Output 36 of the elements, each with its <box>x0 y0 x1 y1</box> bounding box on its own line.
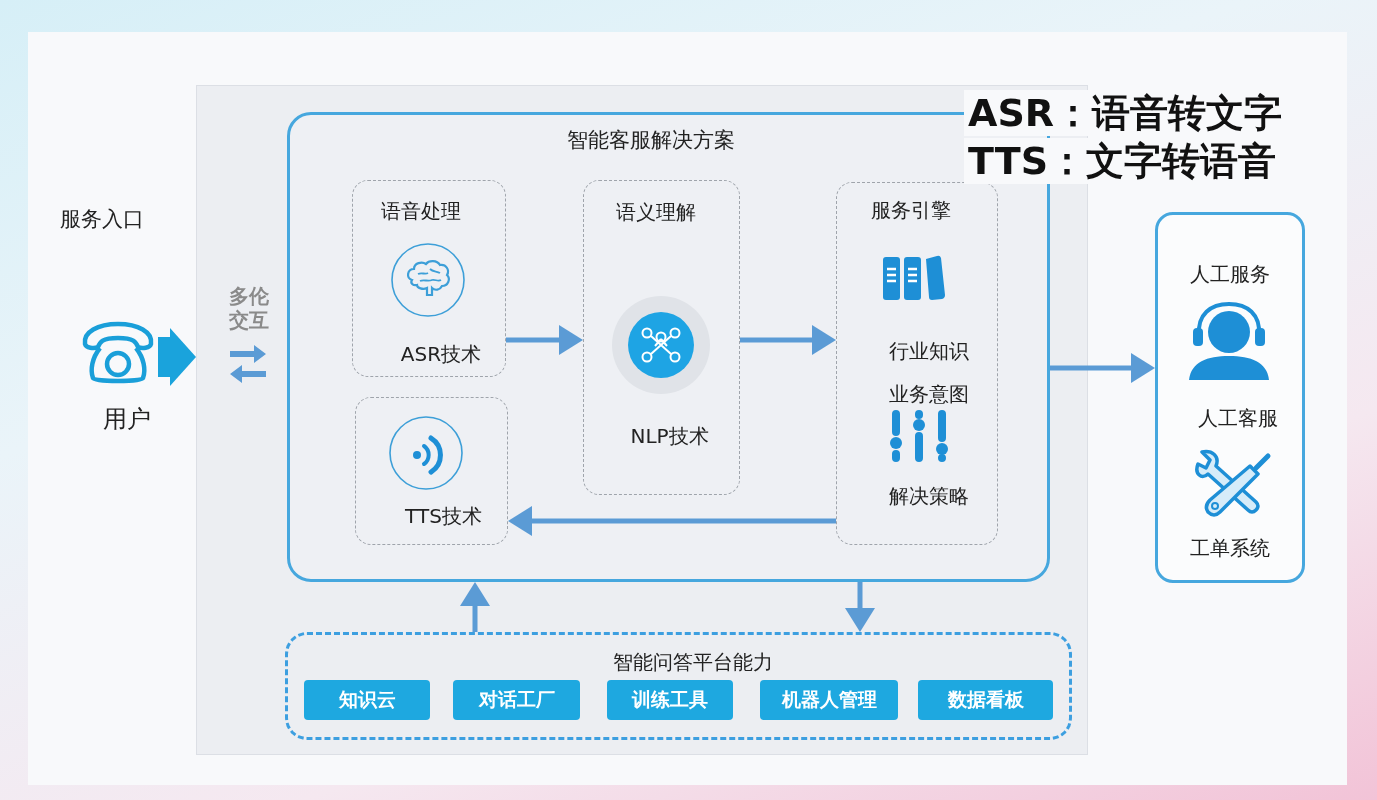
capability-tag: 对话工厂 <box>453 680 580 720</box>
arrow <box>460 582 490 632</box>
dashed-module-box <box>836 182 998 545</box>
module-label: 解决策略 <box>889 483 969 509</box>
block-arrow <box>158 328 196 386</box>
service-panel <box>1155 212 1305 583</box>
module-label: 行业知识 <box>889 338 969 364</box>
module-title: 服务引擎 <box>871 197 951 223</box>
dashed-module-box <box>355 397 508 545</box>
column-heading: 服务入口 <box>60 206 144 232</box>
arrow <box>740 325 836 355</box>
capability-tag: 数据看板 <box>918 680 1053 720</box>
interaction-label: 多伦交互 <box>229 284 270 332</box>
arrow <box>1050 353 1155 383</box>
module-label: TTS技术 <box>405 503 482 529</box>
background-panel <box>196 85 1088 755</box>
module-title: 语音处理 <box>381 198 461 224</box>
module-label: 业务意图 <box>889 381 969 407</box>
panel-label: 工单系统 <box>1190 535 1270 561</box>
arrow <box>506 325 583 355</box>
module-label: NLP技术 <box>630 423 709 449</box>
module-label: ASR技术 <box>400 341 482 367</box>
panel-label: 人工客服 <box>1198 405 1278 431</box>
user-label: 用户 <box>103 406 151 432</box>
frame-title: 智能客服解决方案 <box>566 127 735 153</box>
capability-tag: 机器人管理 <box>760 680 898 720</box>
dashed-module-box <box>583 180 740 495</box>
dashed-module-box <box>352 180 506 377</box>
platform-title: 智能问答平台能力 <box>612 649 773 675</box>
capability-tag: 知识云 <box>304 680 430 720</box>
capability-tag: 训练工具 <box>607 680 733 720</box>
arrow <box>845 582 875 632</box>
module-title: 语义理解 <box>615 199 696 225</box>
arrow <box>508 506 836 536</box>
panel-title: 人工服务 <box>1190 261 1270 287</box>
dashed-platform-box <box>285 632 1072 740</box>
